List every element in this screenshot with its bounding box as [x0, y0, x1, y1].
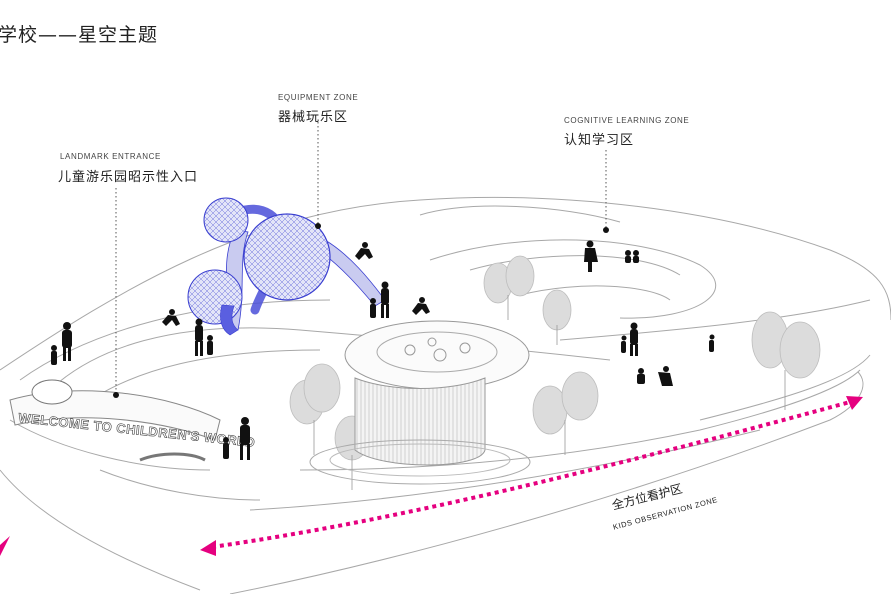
running-child [355, 242, 373, 260]
child [51, 345, 57, 365]
ground-outer-edge [0, 469, 201, 591]
leader-lines [115, 122, 607, 393]
label-cognitive-cn: 认知学习区 [564, 133, 635, 148]
seated-person [633, 250, 639, 263]
person [584, 240, 598, 272]
arrow-head-right [846, 396, 863, 410]
anchor-dot-cognitive [603, 227, 609, 233]
east-edge [699, 354, 871, 421]
path-ring-3 [429, 239, 717, 319]
running-child [412, 297, 430, 315]
lower-path [299, 369, 861, 471]
mascot-sign [31, 379, 73, 405]
child [709, 334, 715, 352]
seated-person [658, 366, 673, 386]
label-equipment-en: EQUIPMENT ZONE [278, 93, 359, 102]
tree [532, 371, 599, 455]
slide [220, 304, 239, 336]
tree [289, 363, 341, 455]
child [207, 335, 213, 355]
person [240, 417, 250, 460]
plaza-inner-edge [19, 299, 331, 381]
ridge-line [419, 205, 621, 223]
page-title: 学校——星空主题 [0, 24, 159, 46]
sphere-small-top [203, 197, 249, 243]
observation-arrows [0, 396, 863, 556]
people [51, 240, 715, 460]
play-structure [187, 197, 386, 336]
central-pavilion [309, 320, 531, 485]
child [223, 437, 229, 459]
seated-person [625, 250, 631, 263]
person [381, 281, 389, 318]
seated-person [637, 368, 645, 384]
label-landmark-en: LANDMARK ENTRANCE [60, 152, 161, 161]
sphere-lower [187, 269, 243, 325]
entrance-bench [139, 452, 206, 462]
entrance-sign: WELCOME TO CHILDREN'S WORLD [9, 379, 256, 462]
path-ring-6 [559, 299, 871, 341]
path-ring-5 [519, 285, 671, 301]
front-terrace-2 [99, 469, 261, 501]
slide [317, 239, 386, 307]
child [621, 335, 627, 353]
running-child [162, 309, 180, 326]
tree [751, 311, 821, 410]
arrow-head-left [200, 540, 216, 556]
person [62, 322, 72, 361]
tree [483, 255, 535, 320]
label-landmark-cn: 儿童游乐园昭示性入口 [58, 170, 199, 185]
sphere-large [243, 213, 331, 301]
child [370, 298, 376, 318]
tree [542, 289, 572, 345]
person [195, 318, 203, 356]
observation-arrow [211, 400, 851, 549]
anchor-dot-equipment [315, 223, 321, 229]
label-equipment-cn: 器械玩乐区 [278, 110, 349, 125]
front-terrace [9, 419, 211, 471]
anchor-dot-landmark [113, 392, 119, 398]
label-cognitive-en: COGNITIVE LEARNING ZONE [564, 116, 690, 125]
arrow-head-edge [0, 536, 10, 556]
site-boundary [0, 196, 891, 371]
person [630, 322, 638, 356]
